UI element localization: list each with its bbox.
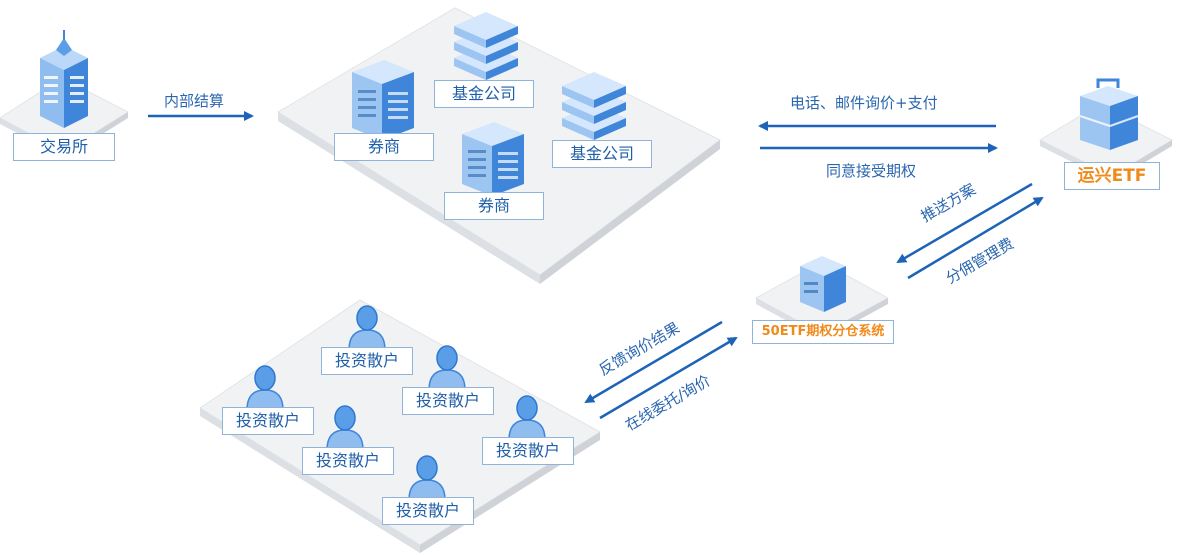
investor-label-1: 投资散户: [321, 347, 413, 375]
arrow-feedback: [584, 320, 723, 404]
arrow-push-plan: [896, 182, 1033, 264]
arrow-commission: [907, 196, 1044, 280]
investor-label-2: 投资散户: [222, 407, 314, 435]
investor-icons: [246, 305, 546, 501]
fund-label-2: 基金公司: [552, 140, 652, 168]
fund-label-1: 基金公司: [434, 80, 534, 108]
person-icon: [348, 305, 386, 351]
system-label: 50ETF期权分仓系统: [752, 320, 894, 344]
person-icon: [428, 345, 466, 391]
investor-label-4: 投资散户: [302, 447, 394, 475]
person-icon: [246, 365, 284, 411]
flow-inquiry-pay: 电话、邮件询价+支付: [790, 94, 938, 112]
fund-stack-icon-1: [454, 12, 518, 80]
yunxing-label: 运兴ETF: [1064, 162, 1160, 190]
broker-label-2: 券商: [444, 192, 544, 220]
person-icon: [508, 395, 546, 441]
broker-label-1: 券商: [334, 133, 434, 161]
person-icon: [408, 455, 446, 501]
flow-internal-settlement: 内部结算: [164, 92, 225, 110]
investor-label-6: 投资散户: [382, 497, 474, 525]
exchange-label: 交易所: [13, 133, 115, 161]
briefcase-icon: [1079, 78, 1139, 150]
server-icon: [800, 256, 846, 312]
investor-label-3: 投资散户: [402, 387, 494, 415]
investor-label-5: 投资散户: [482, 437, 574, 465]
exchange-building-icon: [40, 30, 88, 128]
flow-accept-option: 同意接受期权: [826, 162, 917, 180]
person-icon: [326, 405, 364, 451]
broker-building-icon-1: [352, 60, 414, 140]
arrow-online-order: [599, 336, 738, 420]
broker-building-icon-2: [462, 122, 524, 196]
fund-stack-icon-2: [562, 72, 626, 140]
arrows: [148, 111, 1044, 420]
